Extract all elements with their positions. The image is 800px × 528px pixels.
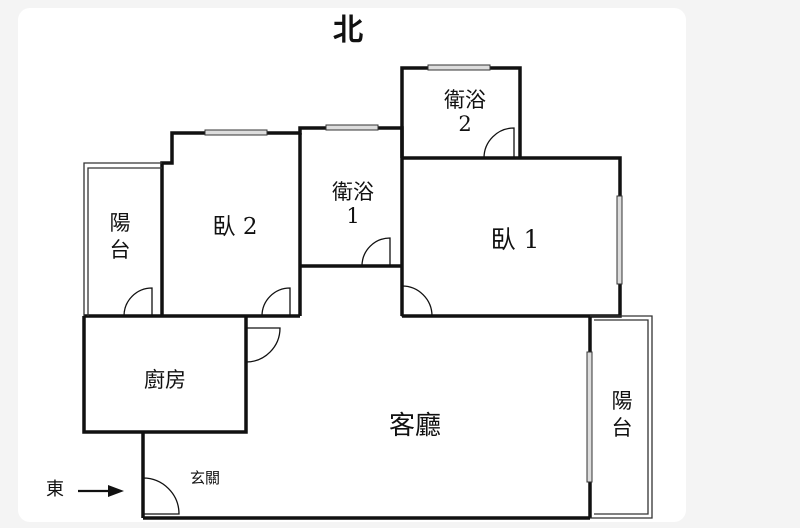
door-entrance [142, 477, 180, 515]
north-label: 北 [333, 13, 363, 48]
entrance-label: 玄關 [189, 469, 220, 487]
east-arrow [78, 485, 124, 497]
living-room-label: 客廳 [388, 411, 441, 441]
east-label: 東 [46, 479, 64, 500]
door-bathroom-2 [483, 127, 515, 159]
door-bedroom-1 [401, 285, 433, 317]
bathroom-1-label-number: 1 [346, 204, 360, 229]
kitchen-label: 廚房 [144, 368, 186, 392]
balcony-west-label-2: 台 [109, 238, 131, 263]
balcony-west-inner [87, 167, 162, 316]
balcony-east-label-1: 陽 [611, 389, 633, 413]
east-arrow-head [108, 485, 124, 497]
window-bathroom-1 [325, 124, 379, 131]
balcony-west-label: 陽 台 [100, 210, 140, 265]
window-living-room [586, 351, 593, 483]
balcony-west-outline [83, 162, 162, 316]
balcony-east-inner [594, 319, 649, 515]
wall-kitchen [82, 316, 248, 434]
bathroom-2-label: 衛浴 2 [425, 88, 505, 136]
windows [204, 64, 623, 483]
door-kitchen [245, 327, 281, 363]
balcony-west-label-1: 陽 [109, 211, 131, 235]
bathroom-1-label-name: 衛浴 [332, 180, 374, 204]
bedroom-1-label: 臥 1 [490, 225, 540, 254]
balcony-east-outline [590, 315, 653, 519]
bedroom-2-label: 臥 2 [212, 214, 258, 240]
bathroom-1-label: 衛浴 1 [308, 180, 398, 228]
window-bedroom-1 [616, 195, 623, 285]
window-bedroom-2 [204, 129, 268, 136]
balcony-east-label-2: 台 [611, 416, 633, 441]
bathroom-2-label-number: 2 [458, 112, 472, 137]
door-balcony-west [123, 287, 153, 317]
window-bathroom-2 [427, 64, 491, 71]
balcony-east-label: 陽 台 [602, 388, 642, 443]
balconies [83, 162, 653, 519]
door-bedroom-2 [261, 287, 291, 317]
doors [123, 127, 515, 515]
bathroom-2-label-name: 衛浴 [444, 88, 486, 112]
door-bathroom-1 [361, 237, 391, 267]
